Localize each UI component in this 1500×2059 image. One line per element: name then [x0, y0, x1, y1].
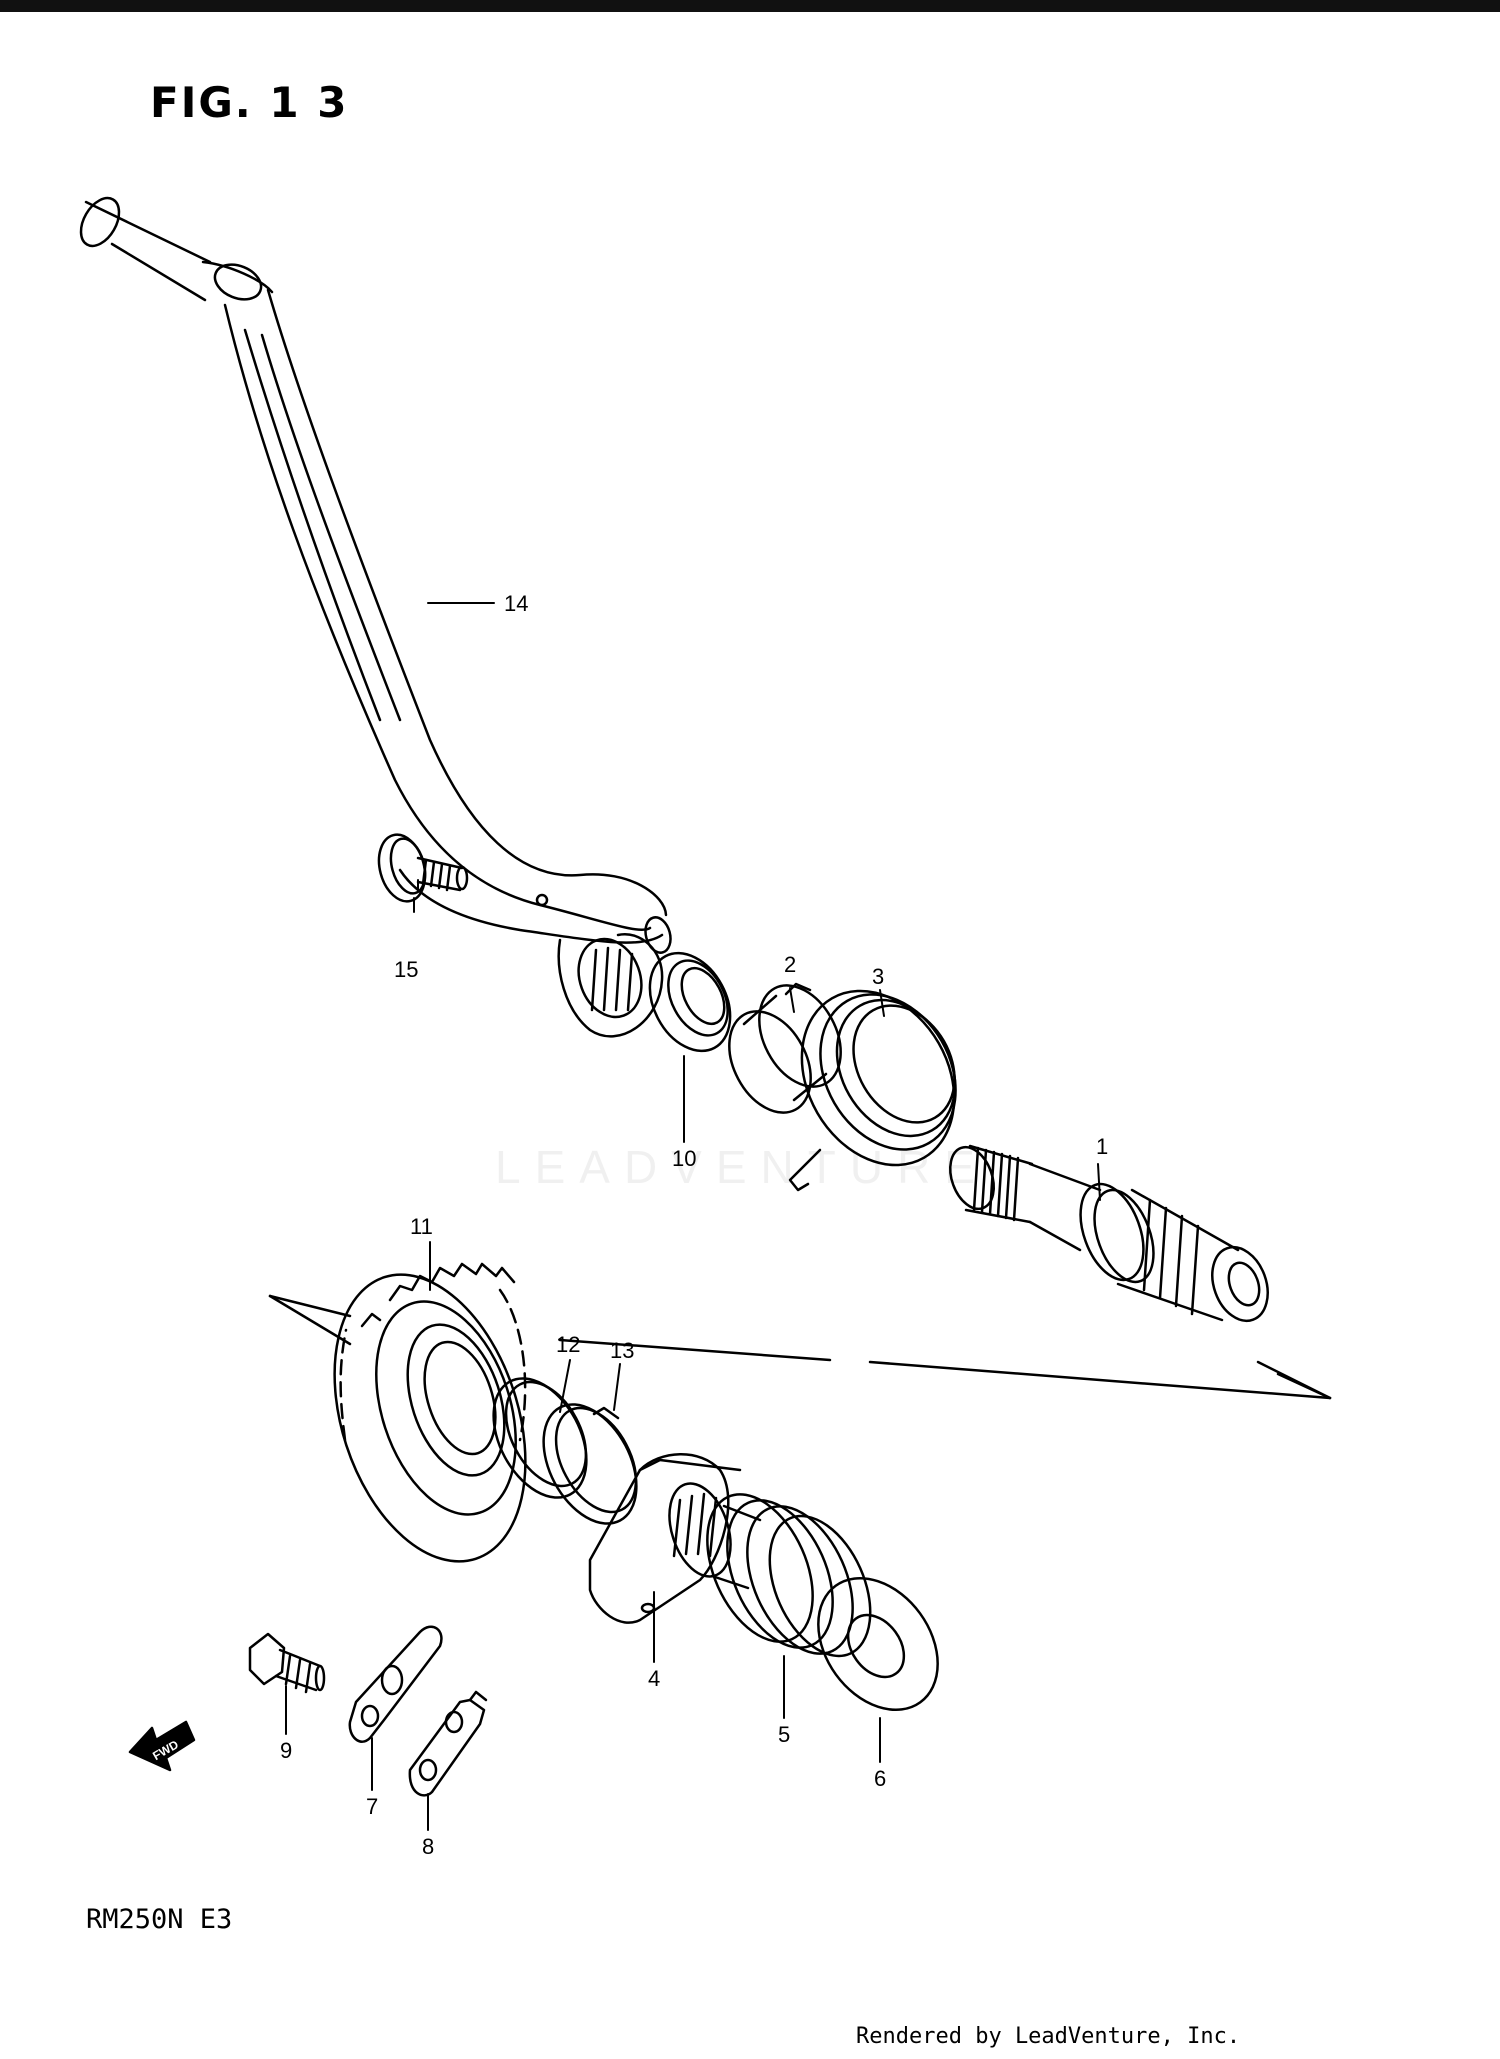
callout-14: 14: [504, 591, 528, 616]
guide-8[interactable]: [408, 1690, 488, 1797]
fwd-arrow-icon: [128, 1720, 196, 1772]
spring-5[interactable]: [686, 1478, 890, 1671]
guide-line: [268, 1294, 352, 1318]
callout-6: 6: [874, 1766, 886, 1791]
callout-2: 2: [784, 952, 796, 977]
callout-5: 5: [778, 1722, 790, 1747]
circlip-13[interactable]: [525, 1389, 656, 1540]
kick-starter-gear-11[interactable]: [301, 1250, 560, 1586]
kick-starter-shaft-1[interactable]: [942, 1141, 1277, 1329]
callout-13: 13: [610, 1338, 634, 1363]
model-code: RM250N E3: [86, 1904, 233, 1935]
callout-10: 10: [672, 1146, 696, 1171]
leader-lines: [285, 602, 1101, 1831]
guide-line: [558, 1338, 1332, 1400]
ratchet-4[interactable]: [588, 1453, 762, 1624]
callout-1: 1: [1096, 1134, 1108, 1159]
circlip-12[interactable]: [475, 1363, 606, 1514]
callout-7: 7: [366, 1794, 378, 1819]
top-border: [0, 0, 1500, 12]
callout-12: 12: [556, 1332, 580, 1357]
return-spring-3[interactable]: [771, 963, 984, 1192]
callout-9: 9: [280, 1738, 292, 1763]
washer-6[interactable]: [794, 1555, 963, 1733]
footer-credit: Rendered by LeadVenture, Inc.: [856, 2024, 1241, 2049]
callout-11: 11: [410, 1214, 433, 1239]
callout-4: 4: [648, 1666, 660, 1691]
bolt-9[interactable]: [248, 1632, 326, 1694]
figure-title: FIG. 1 3: [150, 78, 349, 127]
guide-line: [1276, 1372, 1332, 1400]
guide-line: [268, 1294, 352, 1346]
bolt-15[interactable]: [372, 829, 469, 906]
callout-8: 8: [422, 1834, 434, 1859]
callout-3: 3: [872, 964, 884, 989]
kick-starter-lever[interactable]: [73, 191, 674, 1038]
callout-15: 15: [394, 957, 418, 982]
plate-7[interactable]: [348, 1625, 443, 1743]
oil-seal-10[interactable]: [634, 939, 746, 1065]
